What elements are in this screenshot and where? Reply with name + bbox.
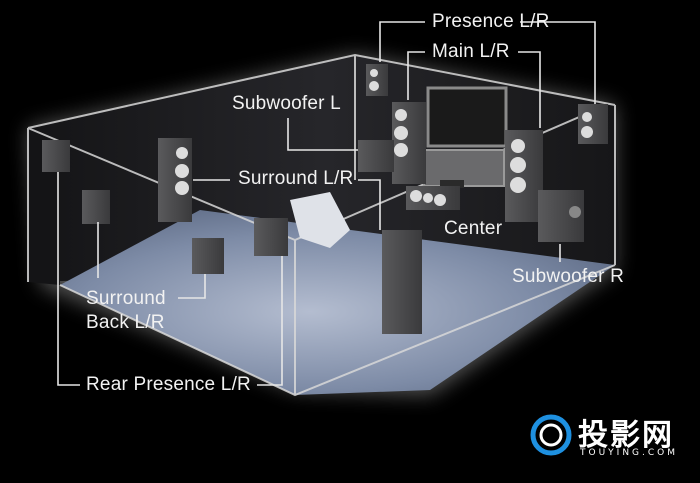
label-surround-back-line2: Back L/R — [86, 312, 165, 333]
label-subwoofer-left: Subwoofer L — [232, 93, 341, 114]
logo-brand-en: TOUYING.COM — [580, 448, 679, 458]
label-center: Center — [444, 218, 503, 239]
label-main: Main L/R — [432, 41, 510, 62]
speaker-main-left — [392, 102, 426, 184]
label-subwoofer-right: Subwoofer R — [512, 266, 625, 287]
speaker-rear-presence-left — [42, 140, 70, 172]
tv — [423, 86, 508, 188]
logo-brand-cn: 投影网 — [578, 418, 674, 453]
speaker-subwoofer-right — [538, 190, 584, 242]
speaker-surround-back-left — [82, 190, 110, 224]
speaker-surround-back-right — [192, 238, 224, 274]
speaker-rear-presence-right — [254, 218, 288, 256]
speaker-presence-right — [578, 104, 608, 144]
watermark-logo: 投影网 TOUYING.COM — [528, 408, 688, 468]
label-surround: Surround L/R — [238, 168, 354, 189]
seat — [290, 192, 350, 248]
speaker-surround-left — [158, 138, 192, 222]
lens-icon — [530, 414, 572, 456]
speaker-main-right — [505, 130, 543, 222]
label-surround-back-line1: Surround — [86, 288, 166, 309]
speaker-center — [406, 186, 460, 210]
speaker-presence-left — [366, 64, 388, 96]
speaker-subwoofer-left — [358, 140, 394, 172]
leader-lines — [57, 21, 596, 386]
label-presence: Presence L/R — [432, 11, 550, 32]
speaker-tall-front — [382, 230, 422, 334]
label-rear-presence: Rear Presence L/R — [86, 374, 251, 395]
